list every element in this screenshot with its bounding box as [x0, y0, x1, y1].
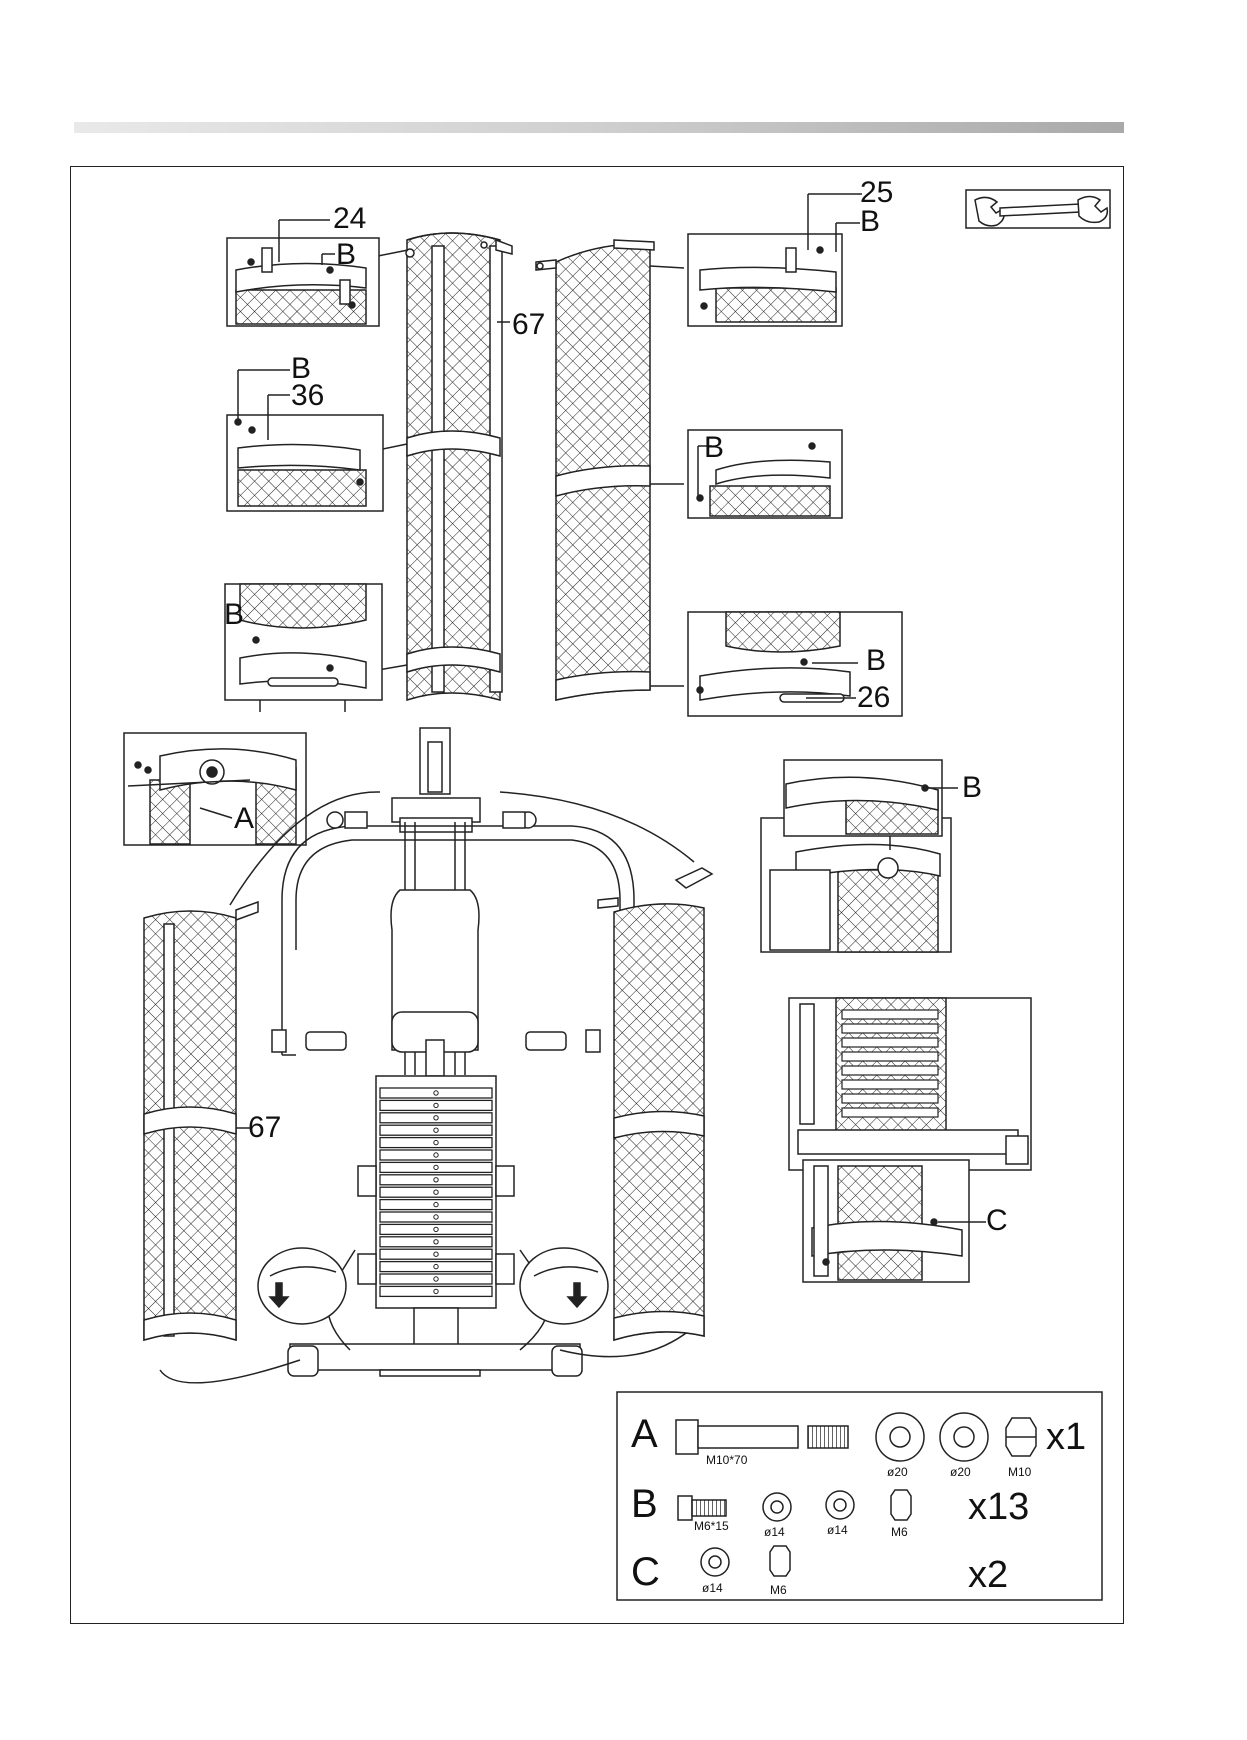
plate-pin-hole	[434, 1240, 438, 1244]
kit-b-bolt-spec: M6*15	[694, 1520, 729, 1532]
callout-b-bottom-right: B	[866, 646, 886, 676]
callout-36: 36	[291, 381, 324, 411]
callout-26: 26	[857, 683, 890, 713]
kit-a-nut-spec: M10	[1008, 1466, 1031, 1478]
wrench-icon	[966, 190, 1110, 228]
kit-b-washer1-spec: ø14	[764, 1526, 785, 1538]
callout-b-bottom-left: B	[224, 600, 244, 630]
kit-c-washer-spec: ø14	[702, 1582, 723, 1594]
stack-plate-detail	[842, 1024, 938, 1033]
kit-c-nut-spec: M6	[770, 1584, 787, 1596]
stack-plate-detail	[842, 1010, 938, 1019]
plate-pin-hole	[434, 1091, 438, 1095]
plate-pin-hole	[434, 1128, 438, 1132]
shroud-panel-right-bottom	[598, 868, 712, 1340]
callout-25: 25	[860, 178, 893, 208]
kit-letter-b: B	[631, 1484, 658, 1524]
detail-box-bracket-24	[227, 220, 379, 326]
plate-pin-hole	[434, 1116, 438, 1120]
plate-pin-hole	[434, 1252, 438, 1256]
callout-b-right: B	[962, 773, 982, 803]
plate-pin-hole	[434, 1190, 438, 1194]
kit-a-bolt-spec: M10*70	[706, 1454, 747, 1466]
callout-b-top-left: B	[336, 240, 356, 270]
kit-a-washer2-spec: ø20	[950, 1466, 971, 1478]
plate-pin-hole	[434, 1178, 438, 1182]
callout-b-mid-right: B	[704, 433, 724, 463]
bolt-m6-icon	[678, 1496, 726, 1520]
stack-plate-detail	[842, 1108, 938, 1117]
detail-box-lower-left	[225, 584, 382, 712]
stack-plate-detail	[842, 1038, 938, 1047]
kit-a-washer1-spec: ø20	[887, 1466, 908, 1478]
plate-pin-hole	[434, 1215, 438, 1219]
kit-a-qty: x1	[1046, 1418, 1086, 1456]
stack-plate-detail	[842, 1052, 938, 1061]
plate-pin-hole	[434, 1202, 438, 1206]
shroud-panel-right-top	[536, 240, 654, 700]
callout-24: 24	[333, 204, 366, 234]
plate-pin-hole	[434, 1264, 438, 1268]
shroud-panel-67-top	[406, 233, 512, 700]
stack-plate-detail	[842, 1066, 938, 1075]
plate-pin-hole	[434, 1277, 438, 1281]
callout-67-top: 67	[512, 310, 545, 340]
plate-pin-hole	[434, 1103, 438, 1107]
plate-pin-hole	[434, 1227, 438, 1231]
kit-letter-c: C	[631, 1552, 660, 1592]
shroud-panel-67-bottom	[144, 902, 258, 1340]
plate-pin-hole	[434, 1153, 438, 1157]
plate-pin-hole	[434, 1289, 438, 1293]
callout-a-main: A	[234, 804, 254, 834]
detail-box-right-upper	[761, 760, 958, 952]
kit-c-qty: x2	[968, 1556, 1008, 1594]
stack-plate-detail	[842, 1080, 938, 1089]
callout-b-top-right: B	[860, 207, 880, 237]
callout-67-bottom: 67	[248, 1113, 281, 1143]
stack-plate-detail	[842, 1094, 938, 1103]
kit-letter-a: A	[631, 1414, 658, 1454]
callout-c-right: C	[986, 1206, 1008, 1236]
kit-b-washer2-spec: ø14	[827, 1524, 848, 1536]
detail-box-bolt-a	[124, 733, 306, 845]
kit-b-nut-spec: M6	[891, 1526, 908, 1538]
plate-pin-hole	[434, 1165, 438, 1169]
kit-b-qty: x13	[968, 1488, 1029, 1526]
detail-box-bracket-25	[688, 194, 862, 326]
nut-m10-icon	[1006, 1418, 1036, 1456]
plate-pin-hole	[434, 1140, 438, 1144]
